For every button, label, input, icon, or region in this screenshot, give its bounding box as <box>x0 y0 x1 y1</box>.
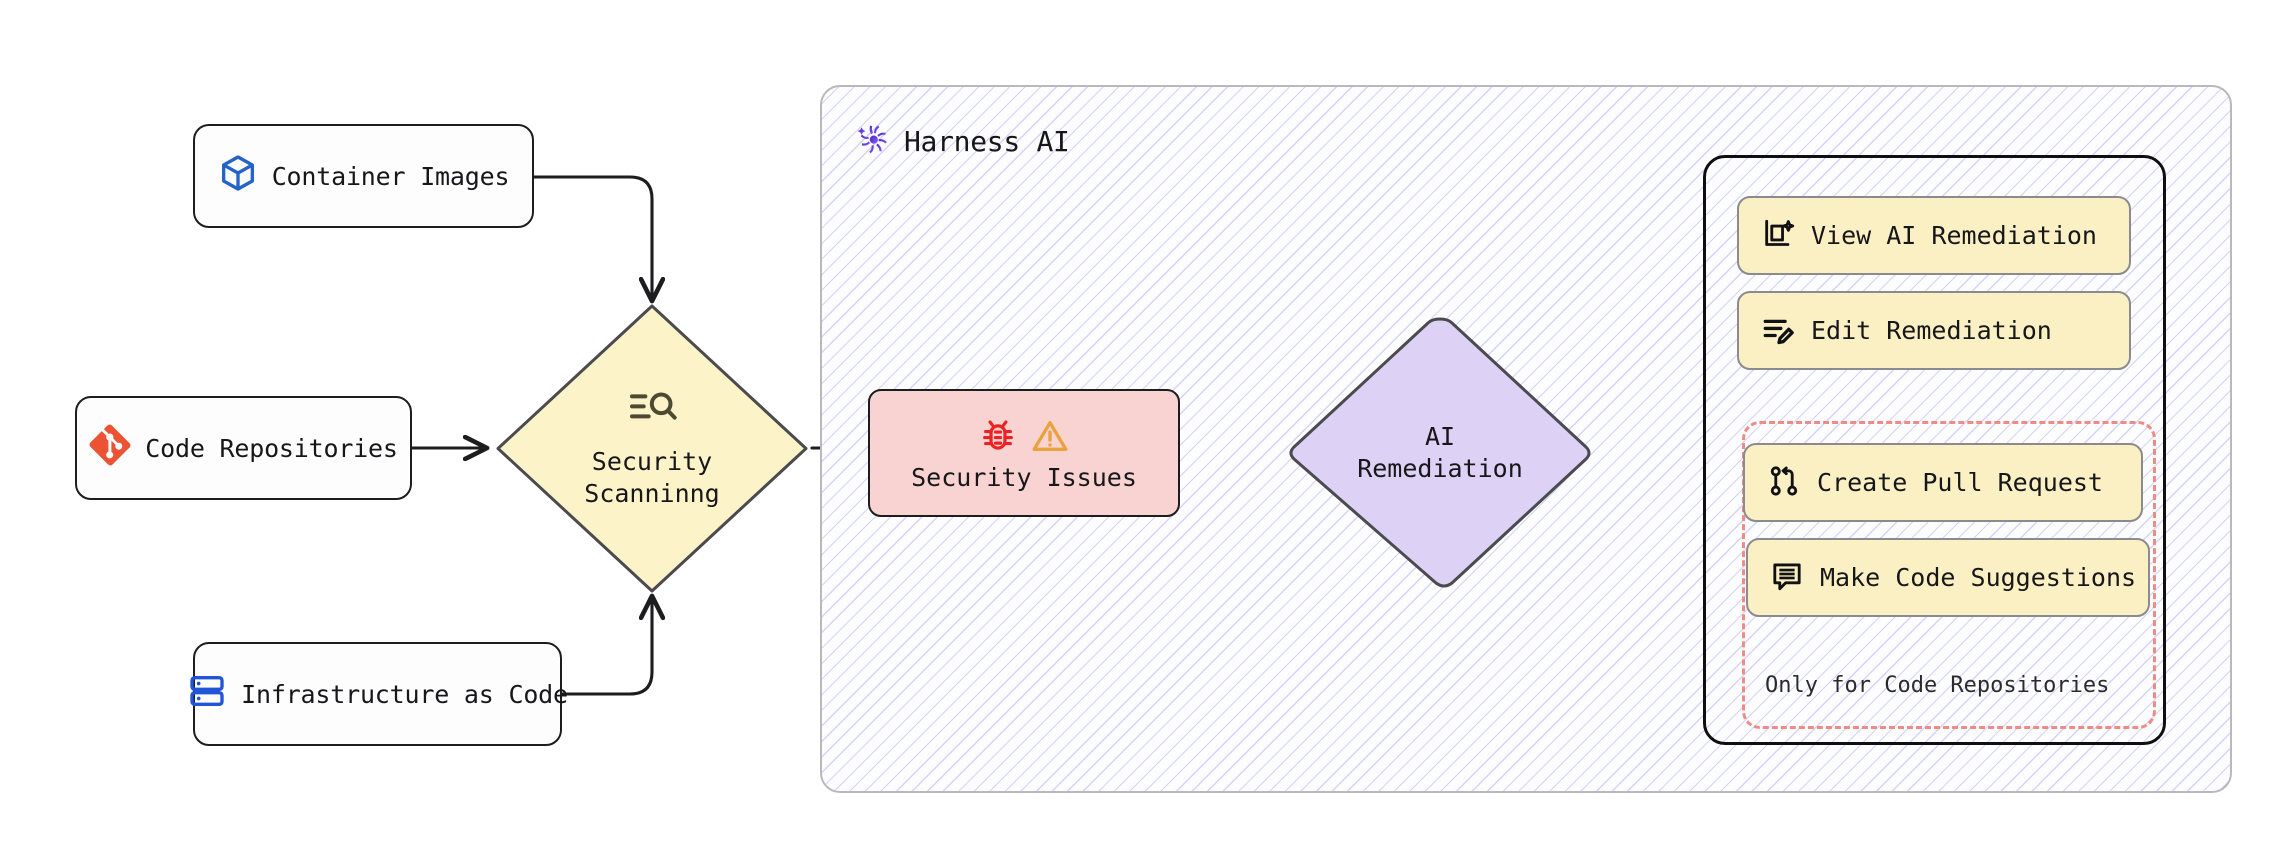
ai-actions-panel <box>1703 155 2166 745</box>
node-container-images[interactable]: Container Images <box>193 124 534 228</box>
edge-iac-to-scanning <box>560 597 652 696</box>
code-repo-only-label: Only for Code Repositories <box>1765 673 2110 698</box>
ai-remediation-diamond-shape <box>1289 317 1591 588</box>
node-security-issues[interactable]: Security Issues <box>868 389 1180 517</box>
document-sparkle-icon <box>1761 217 1795 255</box>
node-code-repositories-label: Code Repositories <box>145 433 398 463</box>
action-card-view-ai-remediation-label: View AI Remediation <box>1811 221 2097 250</box>
harness-ai-title: Harness AI <box>856 122 1070 162</box>
harness-pinwheel-logo-icon <box>856 122 892 162</box>
security-scanning-diamond-shape <box>496 304 808 593</box>
server-icon <box>187 671 227 717</box>
edge-container-images-to-scanning <box>532 175 652 300</box>
security-issues-icons <box>979 417 1069 459</box>
node-ai-remediation[interactable]: AI Remediation <box>1280 313 1600 593</box>
node-infrastructure-as-code[interactable]: Infrastructure as Code <box>190 642 568 746</box>
warning-triangle-icon <box>1031 417 1069 459</box>
cube-icon <box>218 153 258 199</box>
action-card-create-pull-request-label: Create Pull Request <box>1817 468 2103 497</box>
git-icon <box>89 424 131 472</box>
action-card-create-pull-request[interactable]: Create Pull Request <box>1743 443 2143 522</box>
git-pull-request-icon <box>1767 464 1801 502</box>
action-card-make-code-suggestions-label: Make Code Suggestions <box>1820 563 2137 592</box>
action-card-view-ai-remediation[interactable]: View AI Remediation <box>1737 196 2131 275</box>
code-repo-only-group <box>1742 421 2156 729</box>
bug-icon <box>979 417 1017 459</box>
node-security-scanning[interactable]: Security Scanninng <box>492 300 812 597</box>
action-card-make-code-suggestions[interactable]: Make Code Suggestions <box>1746 538 2150 617</box>
action-card-edit-remediation-label: Edit Remediation <box>1811 316 2052 345</box>
comment-lines-icon <box>1770 559 1804 597</box>
node-infrastructure-as-code-label: Infrastructure as Code <box>241 679 568 709</box>
node-code-repositories[interactable]: Code Repositories <box>75 396 412 500</box>
node-container-images-label: Container Images <box>271 161 510 191</box>
action-card-edit-remediation[interactable]: Edit Remediation <box>1737 291 2131 370</box>
lines-pencil-icon <box>1761 312 1795 350</box>
security-issues-label: Security Issues <box>911 462 1137 492</box>
harness-ai-title-label: Harness AI <box>904 125 1070 158</box>
